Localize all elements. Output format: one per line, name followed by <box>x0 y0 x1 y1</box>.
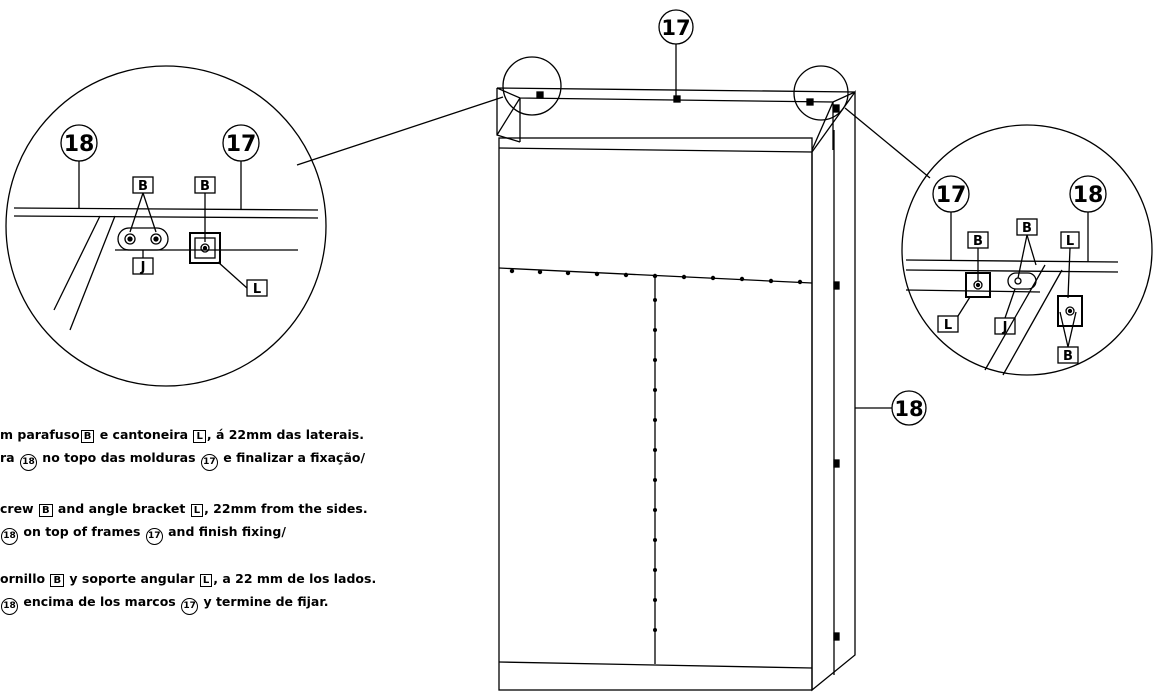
part-label-screw: B <box>1022 221 1032 236</box>
callout-label-side-panel: 18 <box>894 397 923 421</box>
zoom-marker-right <box>793 65 849 121</box>
screw-dots <box>509 268 803 632</box>
instruction-line-pt2: ra 18 no topo das molduras 17 e finaliza… <box>0 450 366 471</box>
instruction-text: and finish fixing/ <box>163 524 286 539</box>
right-detail-view <box>901 124 1153 376</box>
instruction-line-en2: 18 on top of frames 17 and finish fixing… <box>0 524 286 545</box>
part-letter-box: L <box>193 430 206 443</box>
instruction-line-es2: 18 encima de los marcos 17 y termine de … <box>0 594 329 615</box>
instruction-text: y termine de fijar. <box>199 594 329 609</box>
wardrobe-cabinet <box>496 87 856 692</box>
instruction-text: on top of frames <box>19 524 145 539</box>
instruction-text: m parafuso <box>0 427 80 442</box>
instruction-line-es1: ornillo B y soporte angular L, a 22 mm d… <box>0 571 377 587</box>
instruction-text: ra <box>0 450 19 465</box>
instruction-text: and angle bracket <box>53 501 190 516</box>
instruction-line-en1: crew B and angle bracket L, 22mm from th… <box>0 501 368 517</box>
callout-label-right-a: 17 <box>936 183 967 208</box>
instruction-text: e finalizar a fixação/ <box>218 450 366 465</box>
instruction-text: no topo das molduras <box>37 450 200 465</box>
part-number-circle: 17 <box>145 528 163 545</box>
part-label-angle-bracket: L <box>1066 234 1074 249</box>
part-label-screw: B <box>973 234 983 249</box>
zoom-marker-left <box>502 56 562 116</box>
part-label-screw: B <box>200 179 210 194</box>
part-label-screw: B <box>138 179 148 194</box>
instruction-text: crew <box>0 501 38 516</box>
part-number-circle: 18 <box>1 528 18 545</box>
part-letter-box: L <box>199 574 213 587</box>
instruction-text: y soporte angular <box>65 571 199 586</box>
callout-label-right-b: 18 <box>1073 183 1104 208</box>
part-number-circle: 18 <box>1 598 18 615</box>
part-label-plate: J <box>140 260 146 275</box>
part-letter-box: B <box>38 504 53 517</box>
part-letter-box: B <box>50 574 65 587</box>
callout-label-left-a: 18 <box>64 132 95 157</box>
instruction-text: encima de los marcos <box>19 594 181 609</box>
part-letter-box: B <box>80 430 95 443</box>
part-letter-box: L <box>190 504 204 517</box>
part-label-angle-bracket: L <box>253 282 261 297</box>
part-label-angle-bracket: L <box>944 318 952 333</box>
callout-label-left-b: 17 <box>226 132 257 157</box>
instruction-text: ornillo <box>0 571 50 586</box>
part-number-circle: 17 <box>181 598 199 615</box>
left-detail-view <box>5 65 327 387</box>
part-number-circle: 18 <box>19 454 37 471</box>
part-label-screw: B <box>1063 349 1073 364</box>
instruction-text: , 22mm from the sides. <box>204 501 368 516</box>
instruction-text: , a 22 mm de los lados. <box>213 571 377 586</box>
instruction-text: , á 22mm das laterais. <box>206 427 364 442</box>
callout-label-top-frame: 17 <box>661 16 690 40</box>
instruction-text: e cantoneira <box>95 427 193 442</box>
part-number-circle: 17 <box>200 454 218 471</box>
part-label-plate: J <box>1002 320 1008 335</box>
